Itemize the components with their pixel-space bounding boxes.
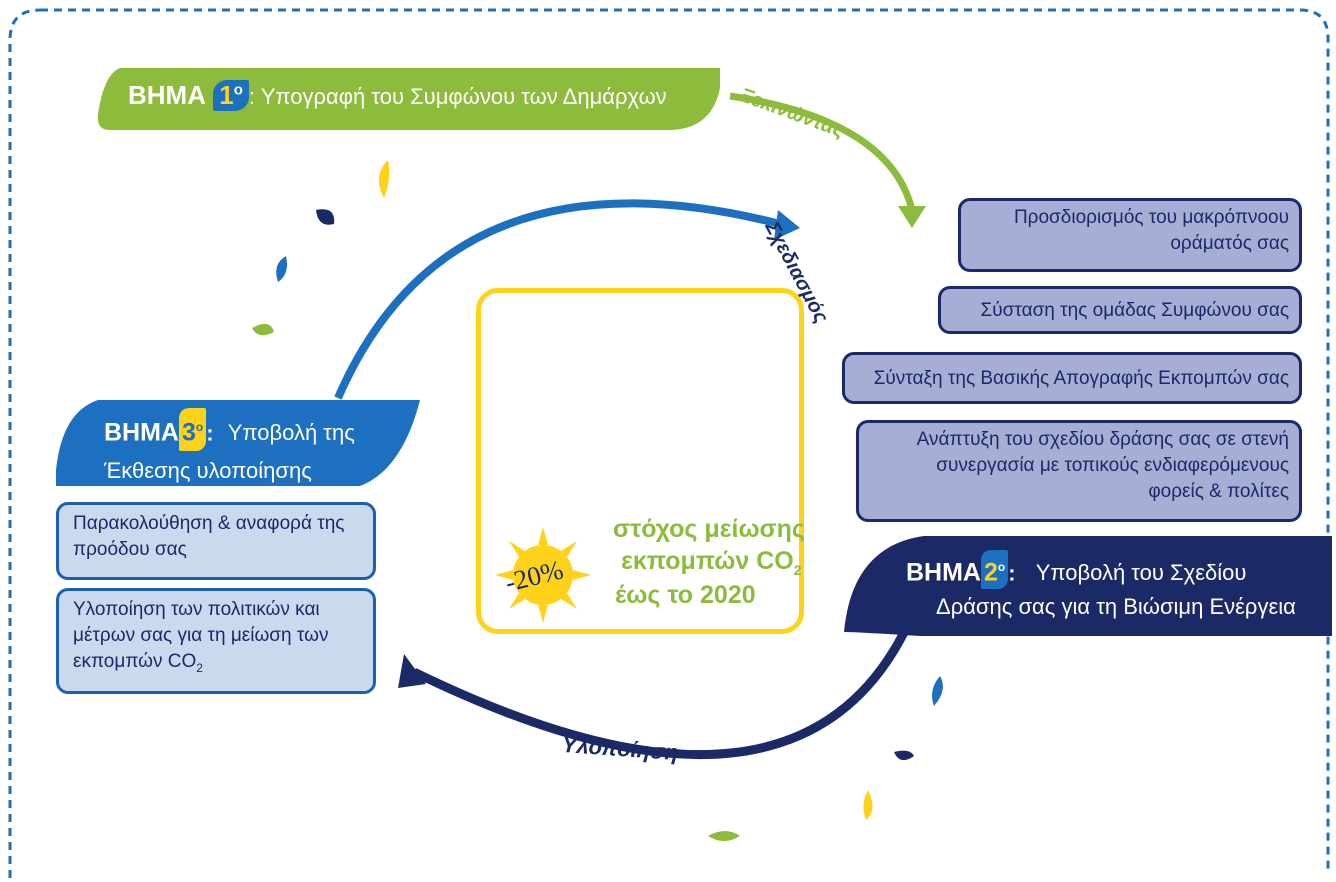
start-arrow-head — [898, 206, 926, 228]
task-text: εκπομπών CO2 — [73, 651, 203, 675]
step3-word: ΒΗΜΑ — [104, 418, 179, 447]
step1-word: ΒΗΜΑ — [128, 80, 206, 110]
task-text: Σύσταση της ομάδας Συμφώνου σας — [980, 300, 1290, 321]
step1-heading: ΒΗΜΑ 1ο : Υπογραφή του Συμφώνου των Δημά… — [128, 80, 667, 111]
task-text: Υλοποίηση των πολιτικών και — [73, 599, 320, 620]
planning-task-inventory: Σύνταξη της Βασικής Απογραφής Εκπομπών σ… — [842, 352, 1302, 404]
step3-line1: Υποβολή της — [227, 420, 355, 446]
step2-number: 2ο — [981, 550, 1009, 590]
task-text: φορείς & πολίτες — [1148, 481, 1289, 502]
step1-ordinal: ο — [233, 81, 243, 99]
step3-banner — [56, 400, 420, 486]
step1-text: : Υπογραφή του Συμφώνου των Δημάρχων — [248, 84, 667, 109]
task-text: Ανάπτυξη του σχεδίου δράσης σας σε στενή — [916, 429, 1289, 450]
dashed-frame — [8, 8, 1330, 878]
target-card: -20% στόχος μείωσης εκπομπών CO2 έως το … — [476, 288, 805, 634]
monitoring-task-implementation: Υλοποίηση των πολιτικών και μέτρων σας γ… — [56, 588, 376, 694]
monitoring-task-progress: Παρακολούθηση & αναφορά της προόδου σας — [56, 502, 376, 580]
step3-line2: Έκθεσης υλοποίησης — [104, 458, 312, 484]
step1-banner — [97, 68, 720, 130]
step2-banner — [844, 536, 1332, 636]
task-text: μέτρων σας για τη μείωση των — [73, 625, 329, 646]
step2-colon: : — [1008, 560, 1016, 586]
step2-line1: Υποβολή του Σχεδίου — [1035, 560, 1247, 586]
task-text: προόδου σας — [73, 539, 187, 560]
planning-task-team: Σύσταση της ομάδας Συμφώνου σας — [938, 286, 1302, 334]
decorative-leaves — [252, 160, 943, 841]
start-arrow — [729, 92, 916, 211]
planning-arrow — [334, 199, 781, 400]
target-line1: στόχος μείωσης — [613, 515, 805, 543]
task-text: Προσδιορισμός του μακρόπνοου — [1013, 207, 1289, 228]
step3-ordinal: ο — [195, 420, 204, 434]
step2-ordinal: ο — [997, 560, 1006, 574]
planning-arrow-head — [774, 210, 800, 240]
step2-word: ΒΗΜΑ — [906, 558, 981, 587]
task-text: οράματός σας — [1170, 233, 1289, 254]
implementation-arrow-head — [398, 654, 426, 688]
implementation-arrow — [412, 618, 915, 759]
step3-number: 3ο — [179, 408, 207, 452]
task-text: Σύνταξη της Βασικής Απογραφής Εκπομπών σ… — [873, 368, 1289, 389]
task-text: συνεργασία με τοπικούς ενδιαφερόμενους — [936, 455, 1289, 476]
task-text: Παρακολούθηση & αναφορά της — [73, 513, 345, 534]
target-line2: εκπομπών CO2 — [621, 547, 802, 578]
planning-task-action-plan: Ανάπτυξη του σχεδίου δράσης σας σε στενή… — [856, 420, 1302, 522]
step3-colon: : — [206, 420, 214, 446]
planning-task-vision: Προσδιορισμός του μακρόπνοου οράματός σα… — [958, 198, 1302, 272]
target-line3: έως το 2020 — [615, 581, 756, 609]
sun-icon — [495, 527, 591, 623]
step1-number: 1ο — [213, 80, 249, 111]
step2-line2: Δράσης σας για τη Βιώσιμη Ενέργεια — [936, 594, 1296, 620]
